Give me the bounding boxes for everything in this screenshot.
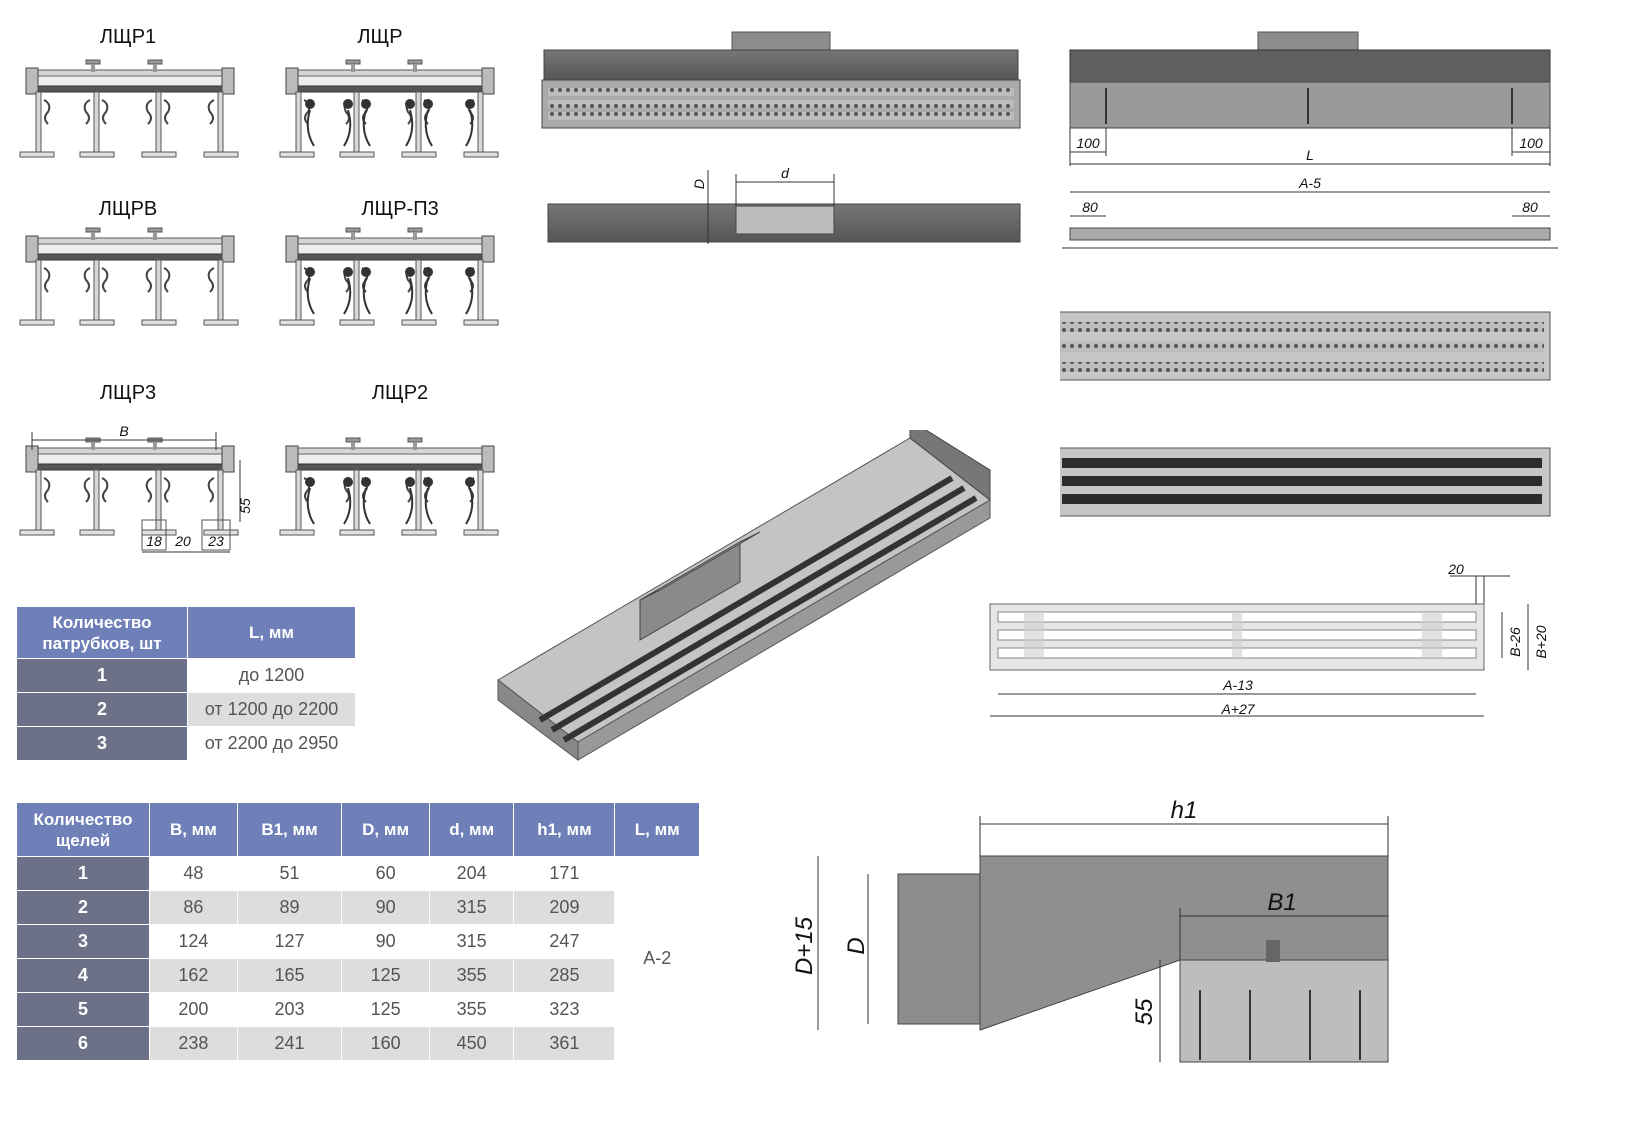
diffuser-isometric	[497, 430, 991, 761]
table2-header-4: d, мм	[428, 802, 515, 857]
profile-lshchr2	[280, 438, 498, 535]
profile-drawings: B 55 18 20 23	[19, 59, 520, 553]
dim-d15: D+15	[791, 916, 818, 975]
table2-cell: 209	[513, 890, 616, 925]
diffuser-side-views: 100 100 L A-5 80 80	[1060, 31, 1558, 517]
table2-cell: 6	[16, 1026, 150, 1061]
dim-b20: B+20	[1533, 625, 1549, 658]
dim-a27: A+27	[1220, 701, 1255, 717]
table2-cell: 171	[513, 856, 616, 891]
table2-cell: 127	[236, 924, 343, 959]
table1-row-0-val: до 1200	[187, 658, 356, 693]
dim-d-bottom: D	[843, 937, 870, 954]
profile-lshchr-p3	[280, 228, 498, 325]
table2-cell: 1	[16, 856, 150, 891]
table2-cell: 60	[341, 856, 430, 891]
dim-a13: A-13	[1222, 677, 1253, 693]
table2-cell: 200	[149, 992, 238, 1027]
dim-20-grille: 20	[1447, 561, 1464, 577]
title-lshchr-p3: ЛЩР-П3	[361, 198, 439, 220]
table2-header-6: L, мм	[614, 802, 700, 857]
dim-80-left: 80	[1082, 199, 1098, 215]
dim-80-right: 80	[1522, 199, 1538, 215]
cross-section: h1 B1 D+15 D 55	[791, 797, 1389, 1063]
dim-l: L	[1306, 147, 1314, 163]
profile-lshchrv	[19, 227, 239, 326]
table2-l-value: A-2	[614, 856, 700, 1061]
table2-cell: 4	[16, 958, 150, 993]
table2-cell: 355	[428, 992, 515, 1027]
table2-cell: 125	[341, 992, 430, 1027]
table2-header-1: B, мм	[149, 802, 238, 857]
table2-cell: 124	[149, 924, 238, 959]
title-lshchr3: ЛЩР3	[99, 382, 157, 404]
table1-row-1-key: 2	[16, 692, 188, 727]
dim-b: B	[119, 423, 128, 439]
table2-header-5: h1, мм	[513, 802, 616, 857]
table1-row-0-key: 1	[16, 658, 188, 693]
dim-b26: B-26	[1507, 627, 1523, 657]
table2-cell: 5	[16, 992, 150, 1027]
table1-row-1-val: от 1200 до 2200	[187, 692, 356, 727]
table2-cell: 204	[428, 856, 515, 891]
title-lshchr: ЛЩР	[357, 26, 403, 48]
dim-20: 20	[174, 533, 191, 549]
table2-cell: 450	[428, 1026, 515, 1061]
table2-header-3: D, мм	[341, 802, 430, 857]
dim-100-right: 100	[1519, 135, 1543, 151]
table2-cell: 285	[513, 958, 616, 993]
slot-dimensions-table: Количество щелей B, мм B1, мм D, мм d, м…	[16, 802, 700, 1061]
table2-cell: 160	[341, 1026, 430, 1061]
dim-a5: A-5	[1298, 175, 1321, 191]
profile-lshchr	[280, 60, 498, 157]
dim-23: 23	[207, 533, 224, 549]
dim-d-small: d	[781, 165, 790, 181]
table2-cell: 315	[428, 890, 515, 925]
title-lshchr2: ЛЩР2	[371, 382, 429, 404]
table2-cell: 51	[236, 856, 343, 891]
table2-cell: 315	[428, 924, 515, 959]
table2-header-2: B1, мм	[236, 802, 343, 857]
table1-header-0: Количество патрубков, шт	[16, 606, 188, 659]
diffuser-front-view: D d	[541, 31, 1021, 244]
table2-cell: 89	[236, 890, 343, 925]
table1-header-1: L, мм	[187, 606, 356, 659]
dim-100-left: 100	[1076, 135, 1100, 151]
table1-row-2-key: 3	[16, 726, 188, 761]
table2-cell: 361	[513, 1026, 616, 1061]
table2-cell: 90	[341, 924, 430, 959]
dim-d-capital: D	[691, 179, 707, 189]
table2-cell: 3	[16, 924, 150, 959]
title-lshchrv: ЛЩРВ	[98, 198, 158, 220]
table2-header-0: Количество щелей	[16, 802, 150, 857]
table2-cell: 125	[341, 958, 430, 993]
table2-cell: 165	[236, 958, 343, 993]
profile-lshchr1	[19, 59, 239, 158]
dim-18: 18	[146, 533, 162, 549]
dim-55-bottom: 55	[1131, 998, 1158, 1025]
table2-cell: 323	[513, 992, 616, 1027]
title-lshchr1: ЛЩР1	[99, 26, 157, 48]
table2-cell: 48	[149, 856, 238, 891]
dim-b1: B1	[1267, 889, 1296, 916]
dim-55: 55	[237, 498, 253, 514]
table2-cell: 203	[236, 992, 343, 1027]
grille-front-view: 20 B-26 B+20 A-13 A+27	[989, 561, 1549, 717]
table2-cell: 2	[16, 890, 150, 925]
table2-cell: 86	[149, 890, 238, 925]
table2-cell: 162	[149, 958, 238, 993]
table2-cell: 241	[236, 1026, 343, 1061]
table1-row-2-val: от 2200 до 2950	[187, 726, 356, 761]
table2-cell: 238	[149, 1026, 238, 1061]
dim-h1: h1	[1171, 797, 1198, 824]
table2-cell: 90	[341, 890, 430, 925]
table2-cell: 355	[428, 958, 515, 993]
table2-cell: 247	[513, 924, 616, 959]
